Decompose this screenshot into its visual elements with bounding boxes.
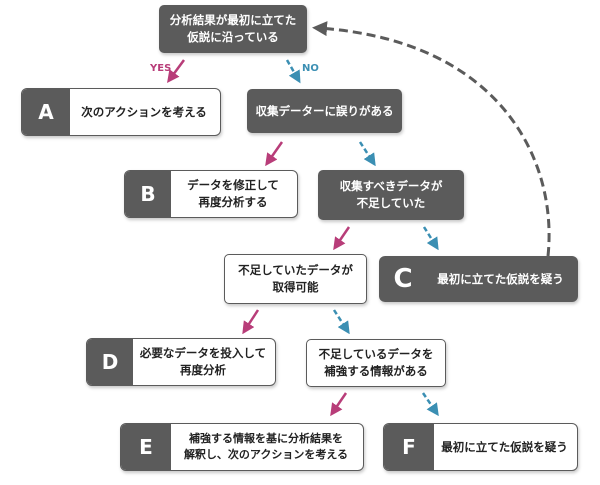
result-e-letter: E — [121, 424, 171, 470]
no-label: NO — [302, 63, 319, 74]
result-a-letter: A — [22, 89, 70, 135]
result-f-text: 最初に立てた仮説を疑う — [441, 439, 568, 454]
no-arrow-q2-q3 — [358, 141, 376, 167]
yes-label: YES — [150, 63, 172, 74]
yes-arrow-q5-e — [330, 392, 348, 417]
result-c-text: 最初に立てた仮説を疑う — [437, 272, 564, 286]
result-d-text: 必要なデータを投入して 再度分析 — [139, 346, 267, 377]
result-d: D 必要なデータを投入して 再度分析 — [86, 338, 276, 386]
question-hypothesis-match: 分析結果が最初に立てた 仮説に沿っている — [159, 5, 307, 53]
yes-arrow-q3-q4 — [333, 226, 351, 251]
yes-arrow-q2-b — [265, 141, 284, 167]
result-f-letter: F — [384, 424, 434, 470]
no-arrow-q4-q5 — [332, 309, 350, 335]
yes-arrow-q4-d — [242, 309, 260, 335]
question-supplement-info: 不足しているデータを 補強する情報がある — [306, 339, 446, 387]
feedback-arrow-c-q1 — [312, 21, 551, 257]
question-data-obtainable: 不足していたデータが 取得可能 — [224, 254, 367, 304]
question-data-missing: 収集すべきデータが 不足していた — [318, 170, 464, 220]
result-e: E 補強する情報を基に分析結果を 解釈し、次のアクションを考える — [120, 423, 364, 471]
result-b-letter: B — [125, 171, 171, 217]
result-b-text: データを修正して 再度分析する — [187, 178, 279, 209]
result-c: C 最初に立てた仮説を疑う — [379, 256, 578, 302]
no-arrow-q5-f — [421, 392, 439, 417]
result-c-letter: C — [393, 264, 413, 294]
result-d-letter: D — [87, 339, 133, 385]
result-b: B データを修正して 再度分析する — [124, 170, 298, 218]
result-a: A 次のアクションを考える — [21, 88, 221, 136]
result-e-text: 補強する情報を基に分析結果を 解釈し、次のアクションを考える — [183, 432, 349, 461]
yes-arrow-q1-a — [167, 59, 186, 84]
result-f: F 最初に立てた仮説を疑う — [383, 423, 578, 471]
no-arrow-q3-c — [422, 226, 439, 251]
question-data-error: 収集データーに誤りがある — [247, 89, 402, 133]
no-arrow-q1-q2 — [285, 59, 301, 84]
result-a-text: 次のアクションを考える — [81, 104, 207, 119]
